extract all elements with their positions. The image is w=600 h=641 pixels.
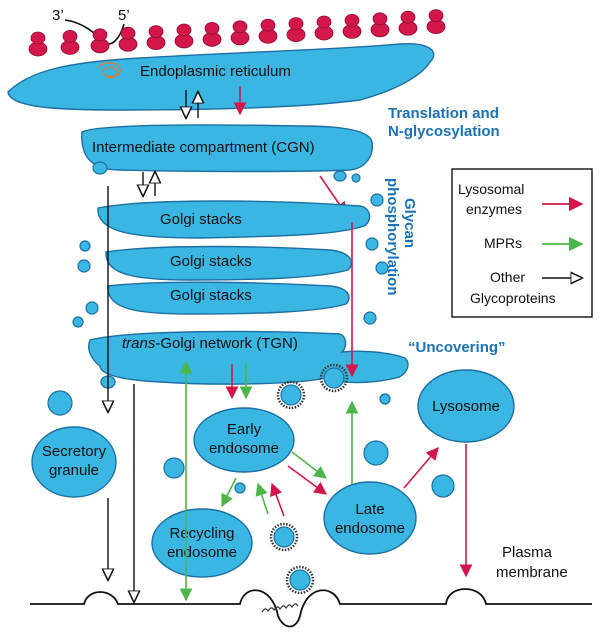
free-vesicle-3 <box>363 440 389 466</box>
recycling-early-red-arrow <box>270 482 285 517</box>
golgi-vesicle-1 <box>370 193 384 207</box>
ribosome <box>286 17 306 42</box>
golgi-vesicle-6 <box>85 301 99 315</box>
golgi-vesicle-8 <box>363 311 377 325</box>
ribosome <box>60 30 80 55</box>
cgn-label: Intermediate compartment (CGN) <box>92 139 315 156</box>
tgn-label-italic: trans <box>122 335 156 352</box>
early-recycling-green-arrow <box>221 477 237 508</box>
ribosome <box>202 21 222 47</box>
legend-other-line1: Other <box>490 269 525 285</box>
translation-label-line1: Translation and <box>388 105 499 122</box>
uncovering-label: “Uncovering” <box>408 339 506 356</box>
three-prime-label: 3’ <box>52 7 64 24</box>
free-vesicle-1 <box>47 390 73 416</box>
golgi-vesicle-5 <box>77 259 91 273</box>
coated-vesicle-3 <box>269 522 299 552</box>
glycan-label-line1: Glycan <box>401 198 418 248</box>
free-vesicle-5 <box>234 482 246 494</box>
free-vesicle-6 <box>379 393 391 405</box>
intermediate-compartment <box>81 124 373 173</box>
legend-lysosomal-line2: enzymes <box>466 201 522 217</box>
ribosome <box>28 31 48 57</box>
legend-lysosomal-line1: Lysosomal <box>458 181 524 197</box>
legend-other-line2: Glycoproteins <box>470 290 556 306</box>
golgi-stack-3-label: Golgi stacks <box>170 287 252 304</box>
late-endosome <box>323 481 417 555</box>
cgn-drop-3 <box>351 173 361 183</box>
legend-mprs: MPRs <box>484 235 522 251</box>
early-endosome <box>193 407 295 473</box>
tgn-label: trans-Golgi network (TGN) <box>122 335 298 352</box>
ribosome <box>118 26 138 52</box>
early-label-line2: endosome <box>209 440 279 457</box>
secretory-label-line1: Secretory <box>42 443 107 460</box>
ribosome-row <box>28 9 446 57</box>
nascent-protein <box>97 62 122 79</box>
plasma-label-line1: Plasma <box>502 544 553 561</box>
golgi-stack-3 <box>107 281 350 315</box>
cgn-drop-2 <box>333 170 347 182</box>
coated-vesicle-1 <box>276 380 306 410</box>
late-label-line1: Late <box>355 501 384 518</box>
early-late-green-arrow <box>291 451 328 479</box>
recycling-endosome <box>151 508 253 578</box>
free-vesicle-2 <box>163 457 185 479</box>
cgn-drop-1 <box>92 161 108 175</box>
free-vesicle-4 <box>431 474 455 498</box>
coated-vesicle-2 <box>319 363 349 393</box>
coated-pit <box>261 603 299 613</box>
translation-label-line2: N-glycosylation <box>388 123 500 140</box>
secretory-label-line2: granule <box>49 462 99 479</box>
golgi-stack-2 <box>105 245 353 281</box>
ribosome <box>258 18 278 44</box>
lysosome-label: Lysosome <box>432 398 500 415</box>
late-label-line2: endosome <box>335 520 405 537</box>
secretory-granule <box>31 426 117 498</box>
lysosome <box>417 369 515 443</box>
early-late-red-arrow <box>287 465 328 495</box>
plasma-membrane <box>30 588 592 628</box>
legend-box <box>451 168 593 318</box>
recycling-label-line2: endosome <box>167 544 237 561</box>
ribosome <box>90 28 110 54</box>
ribosome <box>146 25 166 50</box>
recycling-early-green-arrow <box>255 482 269 515</box>
late-lysosome-red-arrow <box>403 447 439 489</box>
golgi-stack-1-label: Golgi stacks <box>160 211 242 228</box>
ribosome <box>314 15 334 41</box>
ribosome <box>342 13 362 39</box>
golgi-vesicle-3 <box>375 261 389 275</box>
er-label: Endoplasmic reticulum <box>140 63 291 80</box>
ribosome <box>230 20 250 46</box>
golgi-stack-2-label: Golgi stacks <box>170 253 252 270</box>
legend: Lysosomal enzymes MPRs Other Glycoprotei… <box>451 168 593 318</box>
five-prime-label: 5’ <box>118 7 130 24</box>
plasma-label-line2: membrane <box>496 564 568 581</box>
golgi-vesicle-2 <box>365 237 379 251</box>
golgi-vesicle-4 <box>79 240 91 252</box>
coated-vesicle-4 <box>285 565 315 595</box>
endoplasmic-reticulum <box>7 43 435 111</box>
ribosome <box>174 23 194 49</box>
recycling-label-line1: Recycling <box>169 525 234 542</box>
tgn-label-rest: -Golgi network (TGN) <box>155 335 298 352</box>
ribosome <box>398 10 418 36</box>
early-label-line1: Early <box>227 421 262 438</box>
golgi-vesicle-7 <box>72 316 84 328</box>
ribosome <box>370 12 390 38</box>
golgi-stack-1 <box>97 200 371 239</box>
ribosome <box>426 9 446 35</box>
glycan-label-line2: phosphorylation <box>384 178 401 296</box>
